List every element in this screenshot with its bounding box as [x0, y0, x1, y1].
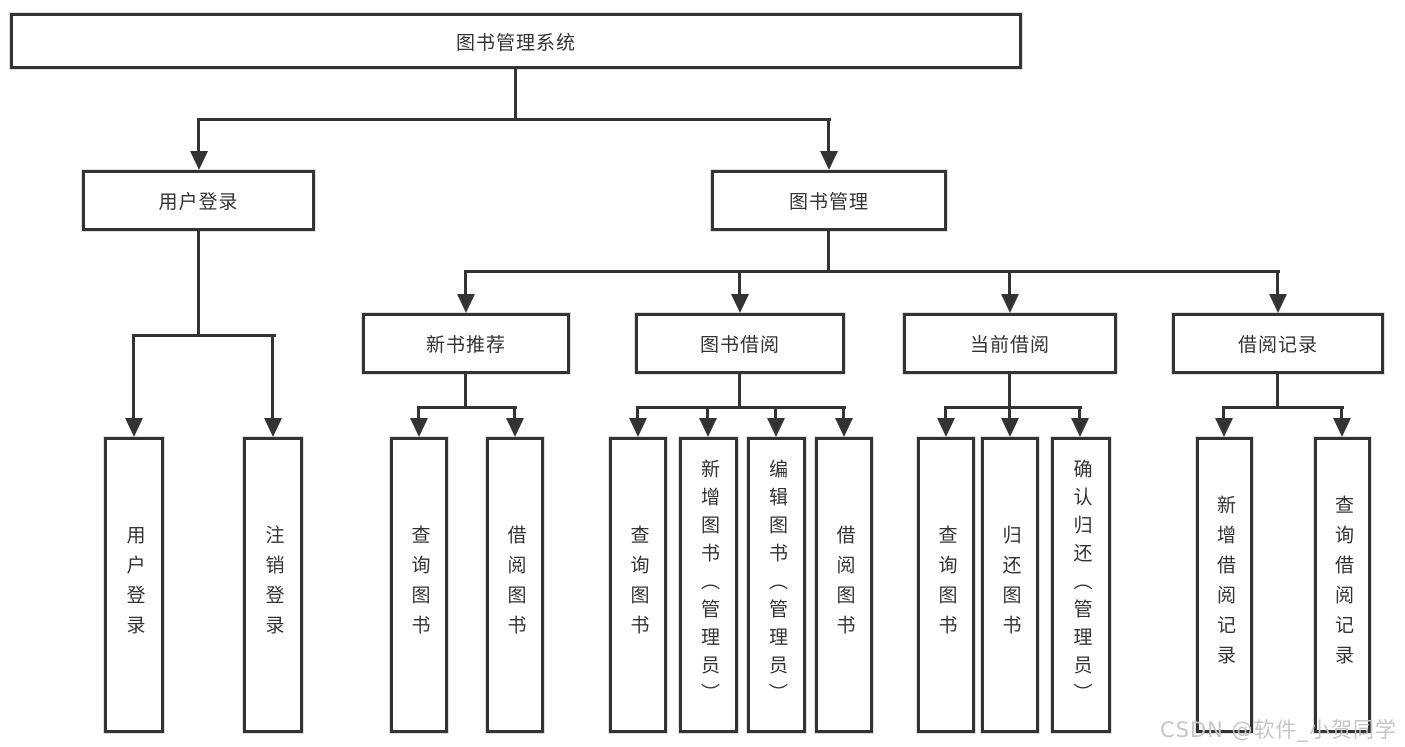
connector-stem: [636, 406, 639, 420]
arrow-down-icon: [629, 418, 647, 437]
node-book-management: 图书管理: [711, 170, 947, 231]
connector-stem: [1340, 406, 1343, 420]
leaf-label: 新增借阅记录: [1214, 495, 1236, 675]
connector-stem: [1008, 373, 1011, 408]
leaf-return-books: 归还图书: [981, 437, 1039, 733]
connector-stem: [1276, 373, 1279, 408]
connector-stem: [1222, 406, 1225, 420]
leaf-borrow-books: 借阅图书: [815, 437, 873, 733]
node-book-borrowing: 图书借阅: [635, 313, 845, 374]
node-label: 图书借阅: [699, 334, 780, 356]
leaf-label: 查询图书: [935, 525, 958, 645]
arrow-down-icon: [1071, 418, 1089, 437]
node-library-management-system: 图书管理系统: [10, 13, 1022, 69]
arrow-down-icon: [125, 418, 143, 437]
csdn-watermark: CSDN @软件_小贺同学: [1160, 718, 1398, 742]
arrow-down-icon: [506, 418, 524, 437]
leaf-label: 归还图书: [999, 525, 1022, 645]
connector-stem: [738, 270, 741, 296]
leaf-confirm-return-admin: 确认归还（管理员）: [1051, 437, 1111, 733]
node-label: 当前借阅: [969, 334, 1050, 356]
connector-stem: [513, 406, 516, 420]
connector-stem: [1078, 406, 1081, 420]
leaf-add-books-admin: 新增图书（管理员）: [679, 437, 738, 733]
leaf-label: 借阅图书: [504, 525, 527, 645]
arrow-down-icon: [410, 418, 428, 437]
arrow-down-icon: [457, 294, 475, 313]
leaf-label: 新增图书（管理员）: [698, 459, 720, 711]
leaf-borrow-books-recommend: 借阅图书: [486, 437, 544, 733]
leaf-logout: 注销登录: [243, 437, 303, 733]
connector-stem: [1276, 270, 1279, 296]
connector-stem: [271, 334, 274, 420]
connector-stem: [197, 229, 200, 337]
connector-stem: [827, 118, 830, 153]
connector-stem: [464, 373, 467, 408]
connector-stem: [417, 406, 420, 420]
leaf-add-borrow-record: 新增借阅记录: [1196, 437, 1253, 733]
connector-stem: [1008, 406, 1011, 420]
connector-stem: [132, 334, 135, 420]
connector-horizontal: [636, 406, 846, 409]
arrow-down-icon: [767, 418, 785, 437]
arrow-down-icon: [835, 418, 853, 437]
node-user-login: 用户登录: [82, 170, 315, 231]
connector-horizontal: [1222, 406, 1344, 409]
leaf-label: 用户登录: [123, 525, 146, 645]
connector-root-horizontal: [197, 118, 831, 121]
node-label: 新书推荐: [425, 334, 506, 356]
node-label: 借阅记录: [1237, 334, 1318, 356]
node-current-borrowing: 当前借阅: [903, 313, 1117, 374]
arrow-down-icon: [190, 151, 208, 170]
connector-stem: [1008, 270, 1011, 296]
node-label: 图书管理: [788, 191, 869, 213]
connector-stem: [827, 229, 830, 273]
leaf-label: 确认归还（管理员）: [1070, 459, 1093, 711]
connector-horizontal: [417, 406, 517, 409]
arrow-down-icon: [1269, 294, 1287, 313]
leaf-query-borrow-record: 查询借阅记录: [1314, 437, 1371, 733]
leaf-label: 注销登录: [262, 525, 285, 645]
arrow-down-icon: [1215, 418, 1233, 437]
leaf-user-login: 用户登录: [104, 437, 164, 733]
node-label: 图书管理系统: [455, 31, 576, 54]
connector-stem: [842, 406, 845, 420]
arrow-down-icon: [264, 418, 282, 437]
leaf-query-books-current: 查询图书: [917, 437, 975, 733]
connector-stem: [774, 406, 777, 420]
leaf-edit-books-admin: 编辑图书（管理员）: [747, 437, 806, 733]
connector-stem: [464, 270, 467, 296]
arrow-down-icon: [937, 418, 955, 437]
arrow-down-icon: [699, 418, 717, 437]
leaf-label: 查询图书: [627, 525, 650, 645]
connector-horizontal: [464, 270, 1280, 273]
connector-stem: [197, 118, 200, 153]
leaf-query-books-recommend: 查询图书: [390, 437, 448, 733]
connector-stem: [944, 406, 947, 420]
leaf-label: 编辑图书（管理员）: [766, 459, 788, 711]
arrow-down-icon: [1001, 294, 1019, 313]
connector-horizontal: [132, 334, 276, 337]
arrow-down-icon: [1333, 418, 1351, 437]
leaf-query-books-borrow: 查询图书: [609, 437, 667, 733]
leaf-label: 查询图书: [408, 525, 431, 645]
node-new-book-recommendation: 新书推荐: [362, 313, 570, 374]
arrow-down-icon: [820, 151, 838, 170]
connector-root-stem: [514, 66, 517, 120]
leaf-label: 借阅图书: [833, 525, 856, 645]
node-label: 用户登录: [158, 191, 239, 213]
connector-horizontal: [944, 406, 1082, 409]
node-borrowing-records: 借阅记录: [1172, 313, 1384, 374]
arrow-down-icon: [731, 294, 749, 313]
connector-stem: [706, 406, 709, 420]
leaf-label: 查询借阅记录: [1332, 495, 1354, 675]
connector-stem: [738, 373, 741, 408]
arrow-down-icon: [1001, 418, 1019, 437]
